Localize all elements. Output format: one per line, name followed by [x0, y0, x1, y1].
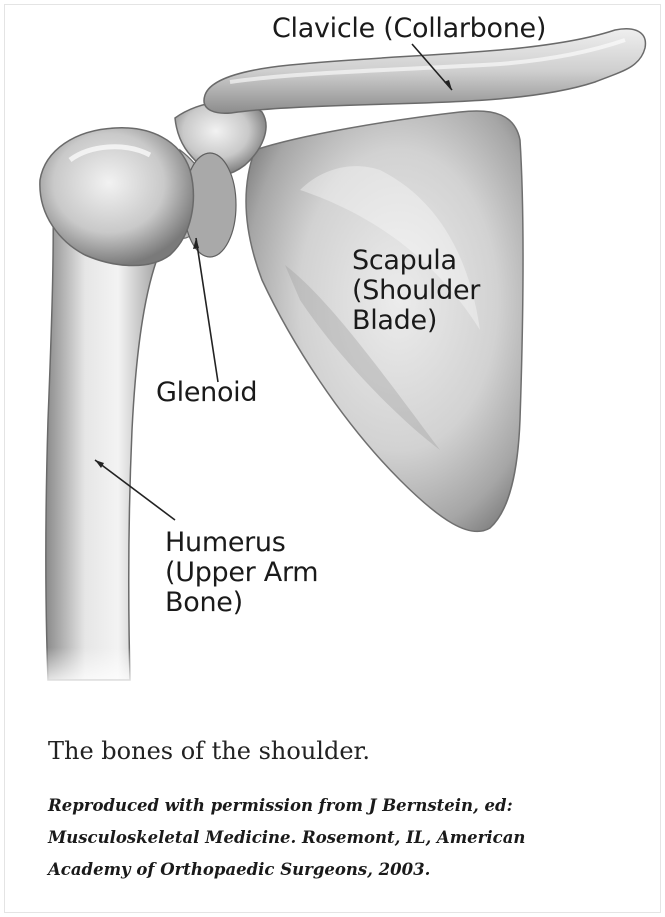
humerus-label-line-1: Humerus — [165, 528, 318, 558]
scapula-label-line-2: (Shoulder — [352, 276, 480, 306]
figure-caption: The bones of the shoulder. — [48, 737, 370, 765]
credit-line-2: Musculoskeletal Medicine. Rosemont, IL, … — [48, 822, 628, 854]
scapula-label-line-3: Blade) — [352, 306, 480, 336]
credit-line-3: Academy of Orthopaedic Surgeons, 2003. — [48, 854, 628, 886]
humerus-label: Humerus (Upper Arm Bone) — [165, 528, 318, 618]
glenoid-label: Glenoid — [156, 378, 257, 408]
scapula-label: Scapula (Shoulder Blade) — [352, 246, 480, 336]
scapula-label-line-1: Scapula — [352, 246, 480, 276]
humerus-label-line-2: (Upper Arm — [165, 558, 318, 588]
figure-credit: Reproduced with permission from J Bernst… — [48, 790, 628, 886]
clavicle-label: Clavicle (Collarbone) — [272, 14, 546, 44]
credit-line-1: Reproduced with permission from J Bernst… — [48, 790, 628, 822]
humerus-label-line-3: Bone) — [165, 588, 318, 618]
shoulder-bones-illustration — [0, 0, 665, 700]
